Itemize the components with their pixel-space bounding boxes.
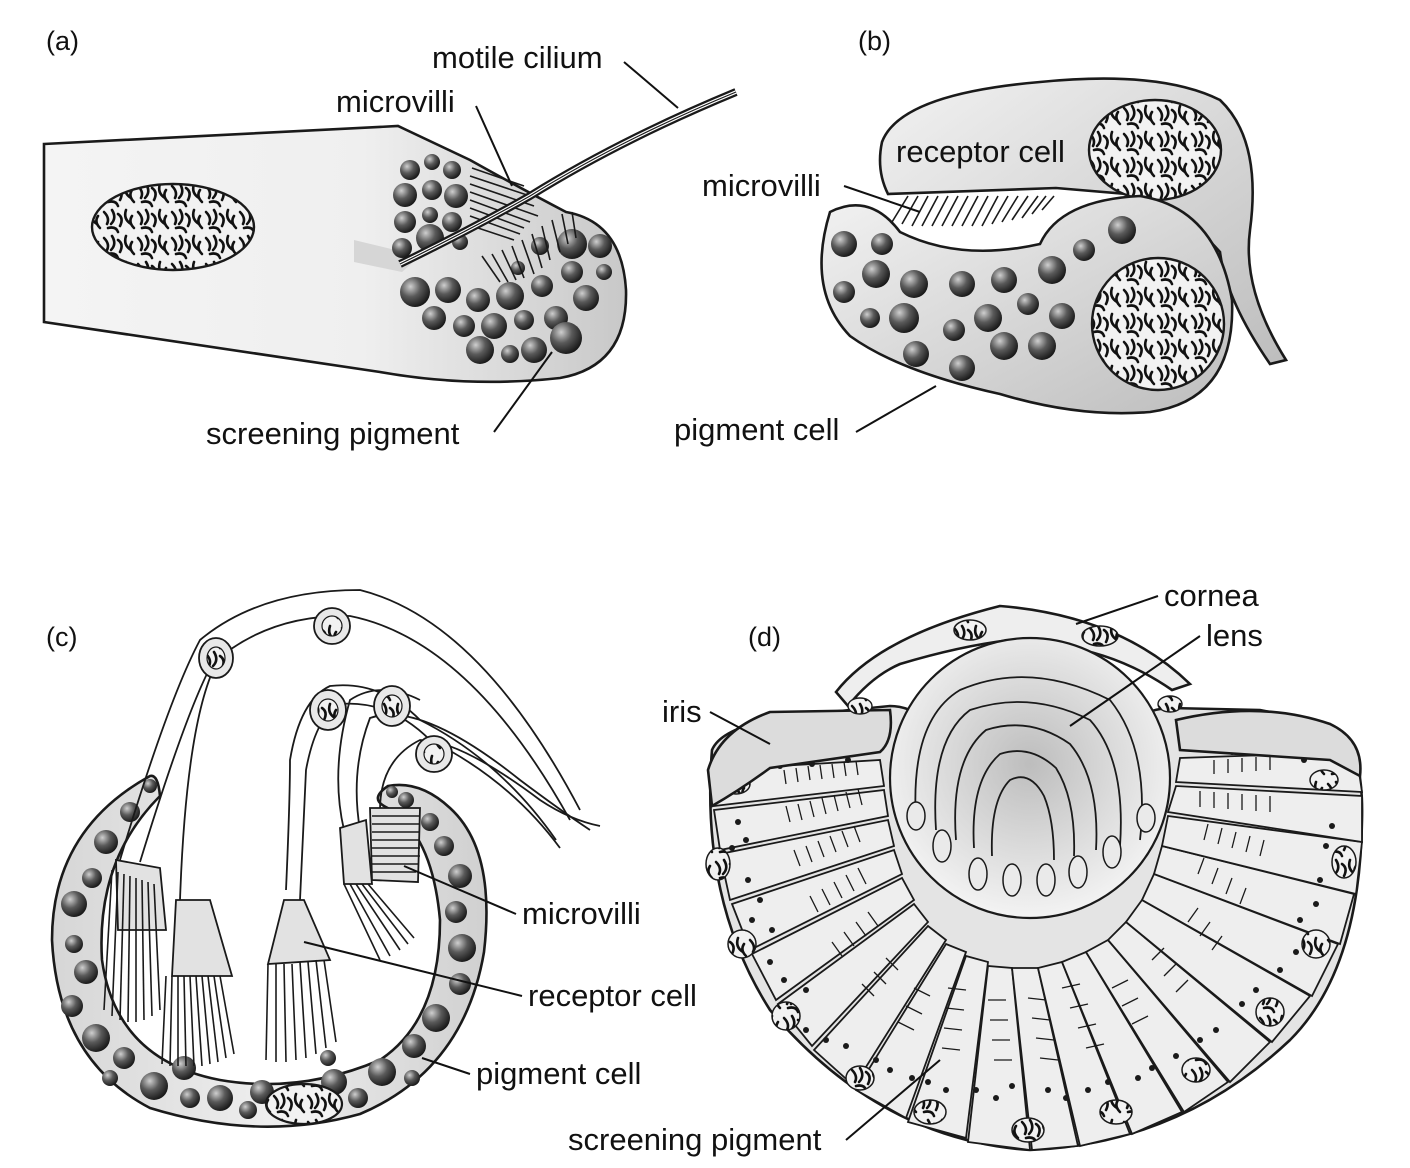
leader-pigment-cell-b	[855, 385, 937, 433]
panel-label-c: (c)	[46, 622, 77, 652]
label-iris-d: iris	[662, 694, 702, 729]
leader-receptor-cell-c	[303, 941, 523, 997]
label-cornea-d: cornea	[1164, 578, 1260, 613]
label-screening-pigment-d: screening pigment	[568, 1122, 822, 1157]
label-microvilli-a: microvilli	[336, 84, 455, 119]
leader-iris-d	[709, 711, 771, 745]
label-receptor-cell-c: receptor cell	[528, 978, 697, 1013]
panel-a: (a)	[42, 26, 738, 451]
lens-layers-d	[914, 676, 1143, 861]
rhabdom-striations-d	[783, 756, 1271, 1061]
cornea-nucleus-far-right	[1157, 695, 1183, 713]
pigment-granules-c	[61, 779, 476, 1119]
iris-right-d	[1174, 709, 1362, 779]
receptor-cell-bodies-c	[198, 607, 453, 773]
label-motile-cilium: motile cilium	[432, 40, 603, 75]
panel-label-a: (a)	[46, 26, 79, 56]
label-lens-d: lens	[1206, 618, 1263, 653]
panel-b: (b) receptor cell mic	[674, 26, 1289, 447]
lens-cells-d	[906, 801, 1156, 897]
leader-pigment-cell-c	[421, 1057, 471, 1075]
cornea-nucleus-right	[1081, 625, 1119, 647]
microvilli-b	[891, 195, 1055, 227]
pigment-nucleus-b	[1090, 256, 1226, 392]
cornea-nucleus-far-left	[847, 697, 873, 715]
leader-motile-cilium	[623, 61, 679, 109]
label-screening-pigment-a: screening pigment	[206, 416, 460, 451]
pigment-granules-b	[831, 216, 1136, 381]
panel-d: (d)	[568, 578, 1364, 1157]
label-microvilli-c: microvilli	[522, 896, 641, 931]
label-receptor-cell-b: receptor cell	[896, 134, 1065, 169]
leader-lens-d	[1069, 635, 1201, 727]
panel-label-d: (d)	[748, 622, 781, 652]
leader-microvilli-b	[843, 185, 921, 213]
receptor-columns-d	[711, 751, 1364, 1152]
iris-left-d	[706, 708, 893, 809]
cornea-nucleus-left	[953, 619, 987, 641]
leader-screening-pigment-d	[845, 1059, 941, 1141]
nucleus	[90, 182, 256, 272]
leader-microvilli-a	[475, 105, 513, 187]
lens-d	[888, 636, 1172, 920]
pigment-cup-c	[50, 774, 488, 1128]
leader-screening-pigment-a	[493, 351, 553, 433]
microvilli-c	[103, 815, 420, 1067]
panel-c: (c)	[46, 589, 697, 1128]
label-pigment-cell-c: pigment cell	[476, 1056, 641, 1091]
leader-cornea-d	[1075, 595, 1159, 625]
pigment-nucleus-c	[264, 1082, 344, 1126]
receptor-nucleus-b	[1087, 98, 1223, 202]
label-pigment-cell-b: pigment cell	[674, 412, 839, 447]
microvilli-a	[469, 167, 577, 283]
panel-label-b: (b)	[858, 26, 891, 56]
motile-cilium	[398, 88, 738, 268]
leader-microvilli-c	[403, 865, 517, 915]
label-microvilli-b: microvilli	[702, 168, 821, 203]
